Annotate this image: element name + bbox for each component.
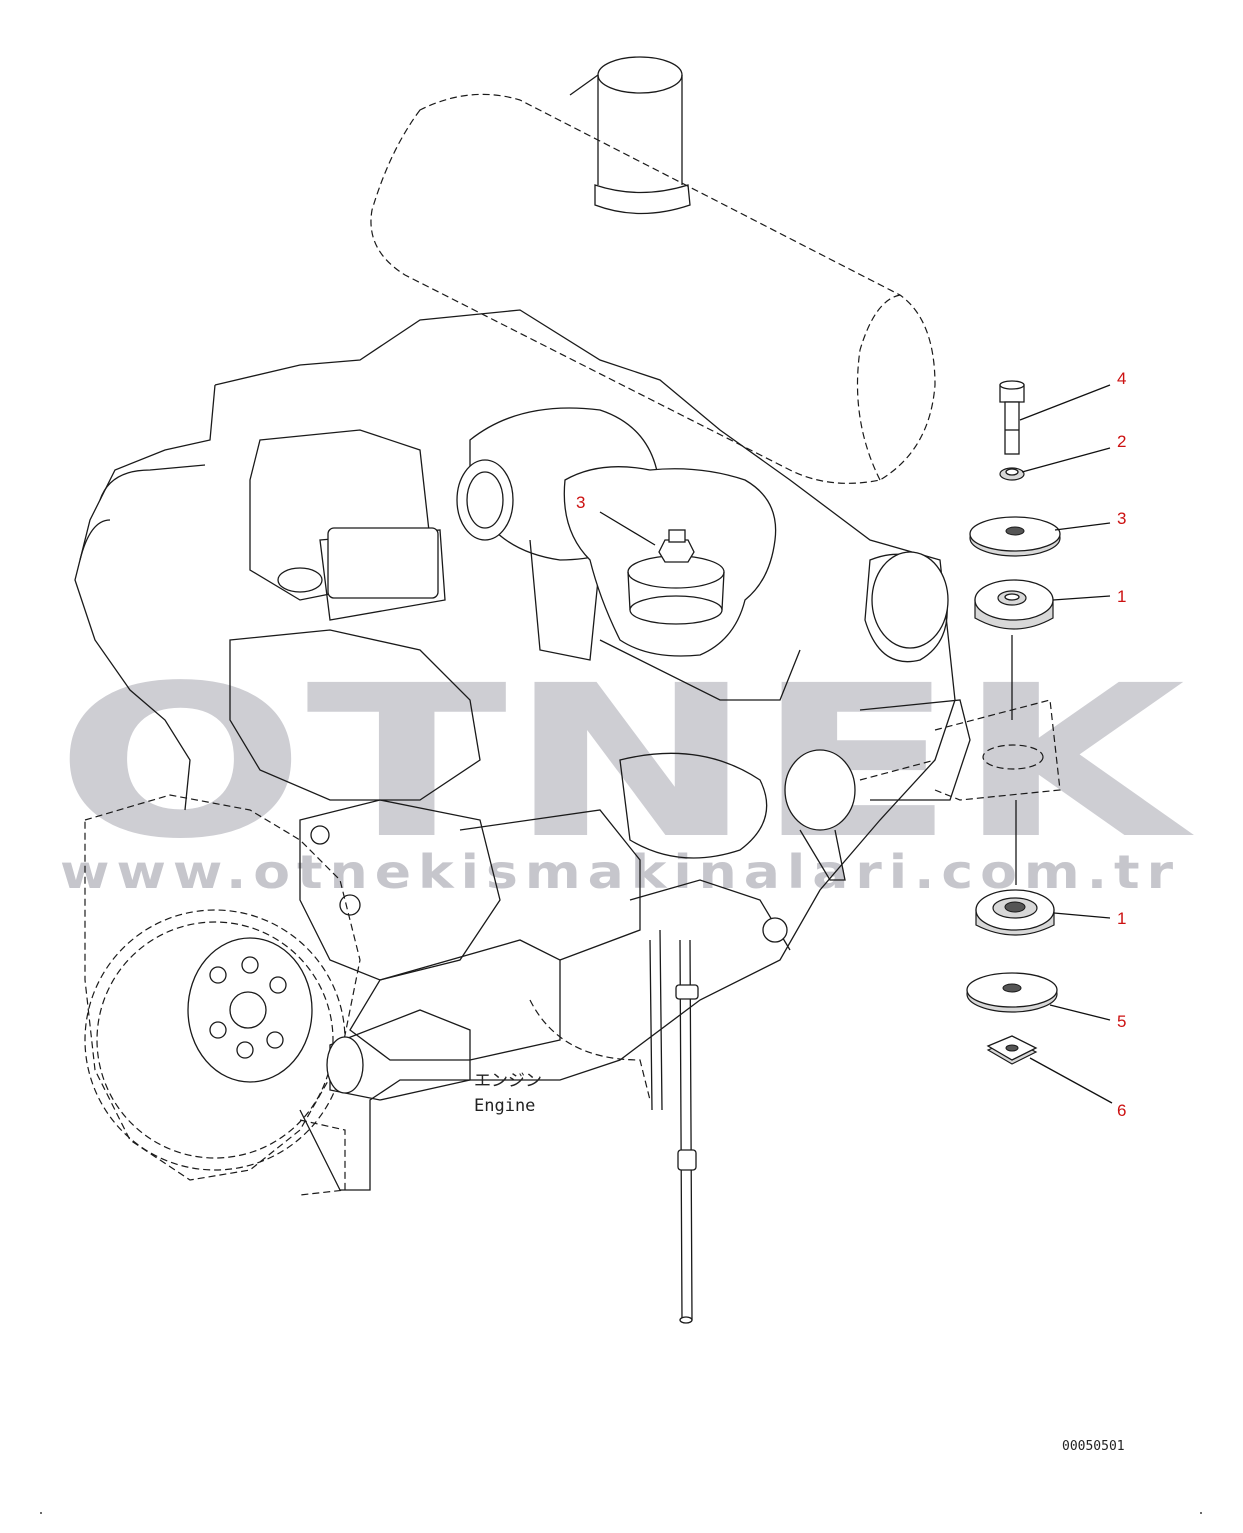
callout-2[interactable]: 2 [1117, 432, 1126, 451]
watermark-url: www.otnekismakinalari.com.tr [60, 845, 1180, 899]
watermark: OTNEK www.otnekismakinalari.com.tr [55, 640, 1195, 899]
engine-label: エンジン Engine [474, 1071, 542, 1116]
cushion-upper-part [974, 579, 1054, 630]
nut-part [986, 1035, 1038, 1065]
callouts: 4 2 3 1 1 5 6 3 [576, 369, 1126, 1120]
mount-parts-stack [859, 380, 1061, 1065]
starter-motor [326, 1009, 471, 1101]
flywheel-housing [84, 794, 651, 1196]
callout-5[interactable]: 5 [1117, 1012, 1126, 1031]
air-cleaner [370, 56, 936, 484]
callout-3-right[interactable]: 3 [1117, 509, 1126, 528]
drawing-code: 00050501 [1062, 1439, 1125, 1454]
plate-washer-bottom-part [966, 972, 1058, 1013]
plate-washer-top-part [969, 516, 1061, 557]
callout-6[interactable]: 6 [1117, 1101, 1126, 1120]
callout-3-left[interactable]: 3 [576, 493, 585, 512]
cushion-lower-part [975, 889, 1055, 936]
callout-4[interactable]: 4 [1117, 369, 1126, 388]
watermark-brand: OTNEK [55, 640, 1195, 885]
engine-label-english: Engine [474, 1096, 535, 1116]
frame-bracket [859, 699, 1061, 801]
callout-1-upper[interactable]: 1 [1117, 587, 1126, 606]
bolt-part [999, 380, 1025, 455]
engine-label-japanese: エンジン [474, 1071, 542, 1091]
engine-body [74, 309, 971, 1324]
lock-washer-part [999, 467, 1025, 481]
air-intake-pipe-top [597, 56, 683, 94]
leader-lines [599, 384, 1113, 1104]
callout-1-lower[interactable]: 1 [1117, 909, 1126, 928]
engine-side-mount [563, 466, 777, 657]
